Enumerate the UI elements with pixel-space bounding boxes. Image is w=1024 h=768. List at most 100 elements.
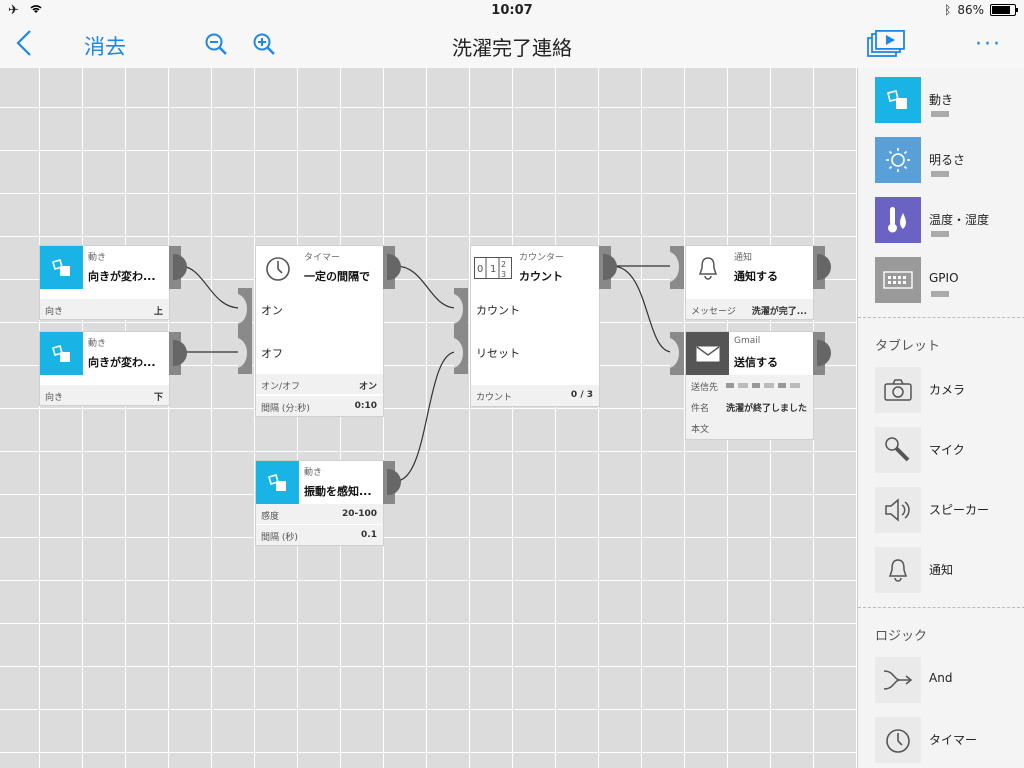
wire-counter-gmail (611, 265, 673, 353)
svg-text:0: 0 (477, 264, 483, 275)
node-type: タイマー (304, 253, 341, 263)
property-key: メッセージ (691, 307, 736, 317)
property-value: 0.1 (361, 530, 377, 540)
timer-input-ports[interactable] (238, 288, 252, 374)
palette-item-speaker[interactable]: スピーカー (875, 487, 1024, 533)
battery-icon (990, 4, 1018, 16)
node-name: 振動を感知... (304, 485, 372, 498)
node-type: 動き (88, 253, 107, 263)
counter-input-ports[interactable] (454, 288, 468, 374)
property-value: 0:10 (354, 401, 377, 411)
connection-wires (179, 265, 673, 482)
notify-node[interactable]: 通知 通知する メッセージ 洗濯が完了... (686, 246, 813, 319)
section-divider (858, 317, 1024, 318)
palette-item-notification[interactable]: 通知 (875, 547, 1024, 593)
motion-icon (40, 332, 83, 375)
timer-node[interactable]: タイマー 一定の間隔で オン オフ オン/オフ オン 間隔 (分:秒) 0:10 (256, 246, 383, 416)
palette-item-and[interactable]: And (875, 657, 1024, 703)
palette-item-label: And (929, 671, 953, 685)
svg-text:3: 3 (501, 270, 506, 279)
palette-item-label: GPIO (929, 271, 959, 285)
output-port[interactable] (169, 332, 187, 375)
palette-item-label: 明るさ (929, 153, 966, 167)
port-label-count: カウント (476, 304, 520, 317)
node-property: オン/オフ オン (256, 374, 383, 394)
node-type: カウンター (519, 253, 565, 263)
property-key: 向き (45, 393, 64, 403)
node-property: 間隔 (分:秒) 0:10 (256, 396, 383, 416)
node-name: カウント (519, 270, 563, 283)
more-button[interactable]: ··· (975, 32, 1002, 57)
node-type: 動き (88, 339, 107, 349)
palette-item-gpio[interactable]: GPIO (875, 257, 1024, 303)
node-name: 通知する (734, 270, 778, 283)
notify-input-port[interactable] (670, 246, 684, 289)
node-name: 送信する (734, 356, 778, 369)
motion-node-2[interactable]: 動き 向きが変わ... 向き 下 (40, 332, 169, 405)
delete-button[interactable]: 消去 (84, 35, 126, 59)
palette-item-brightness[interactable]: 明るさ (875, 137, 1024, 183)
back-button[interactable] (14, 28, 34, 62)
program-canvas[interactable]: 動き 向きが変わ... 向き 上 動き 向きが変わ... 向き 下 タイマー 一… (0, 68, 857, 768)
property-value: 20-100 (341, 509, 377, 519)
property-key: 間隔 (秒) (261, 533, 298, 543)
battery-indicator (931, 291, 949, 297)
palette-item-temp-humidity[interactable]: 温度・湿度 (875, 197, 1024, 243)
sun-icon (875, 137, 921, 183)
palette-item-camera[interactable]: カメラ (875, 367, 1024, 413)
vibration-node[interactable]: 動き 振動を感知... 感度 20-100 間隔 (秒) 0.1 (256, 461, 383, 545)
block-palette-sidebar[interactable]: 動き 明るさ 温度・湿度 GPIO タブレット カメラ マイク (857, 68, 1024, 768)
output-port[interactable] (383, 246, 401, 289)
palette-item-label: スピーカー (929, 503, 990, 517)
svg-text:2: 2 (501, 260, 506, 269)
zoom-in-button[interactable] (252, 32, 278, 62)
node-name: 向きが変わ... (88, 356, 156, 369)
property-key: 向き (45, 307, 64, 317)
palette-item-label: カメラ (929, 383, 966, 397)
gpio-icon (875, 257, 921, 303)
bell-icon (686, 246, 729, 289)
output-port[interactable] (383, 461, 401, 504)
property-value: 下 (153, 393, 163, 403)
property-value: 0 / 3 (570, 390, 593, 400)
property-key: オン/オフ (261, 382, 301, 392)
gmail-node[interactable]: Gmail 送信する 送信先 件名 洗濯が終了しました 本文 (686, 332, 813, 439)
zoom-out-button[interactable] (204, 32, 230, 62)
play-slides-icon (867, 29, 905, 57)
palette-item-timer[interactable]: タイマー (875, 717, 1024, 763)
node-property: 間隔 (秒) 0.1 (256, 525, 383, 545)
node-type: Gmail (734, 336, 761, 346)
section-title-tablet: タブレット (875, 339, 941, 354)
node-property: メッセージ 洗濯が完了... (686, 299, 813, 319)
node-property: カウント 0 / 3 (471, 385, 599, 406)
run-button[interactable] (866, 29, 906, 64)
wire-vibration-reset (395, 351, 457, 482)
motion-icon (256, 461, 299, 504)
palette-item-label: タイマー (929, 733, 978, 747)
palette-item-microphone[interactable]: マイク (875, 427, 1024, 473)
node-type: 動き (304, 468, 323, 478)
palette-item-motion[interactable]: 動き (875, 77, 1024, 123)
property-value: 洗濯が完了... (751, 307, 807, 317)
bluetooth-icon: ᛒ (944, 3, 952, 17)
node-property: 本文 (686, 417, 813, 439)
section-title-logic: ロジック (875, 629, 928, 644)
motion-node-1[interactable]: 動き 向きが変わ... 向き 上 (40, 246, 169, 319)
output-port[interactable] (813, 246, 831, 289)
section-divider (858, 607, 1024, 608)
wire-timer-counter (395, 265, 457, 309)
port-label-off: オフ (261, 347, 283, 360)
output-port[interactable] (169, 246, 187, 289)
gmail-input-port[interactable] (670, 332, 684, 375)
property-value: オン (358, 382, 377, 392)
palette-item-label: マイク (929, 443, 965, 457)
more-dots-icon: ··· (975, 32, 1002, 57)
node-type: 通知 (734, 253, 753, 263)
timer-icon (256, 246, 299, 289)
output-port[interactable] (813, 332, 831, 375)
output-port[interactable] (599, 246, 617, 289)
node-property: 件名 洗濯が終了しました (686, 396, 813, 417)
property-key: 送信先 (691, 383, 719, 393)
mail-icon (686, 332, 729, 375)
